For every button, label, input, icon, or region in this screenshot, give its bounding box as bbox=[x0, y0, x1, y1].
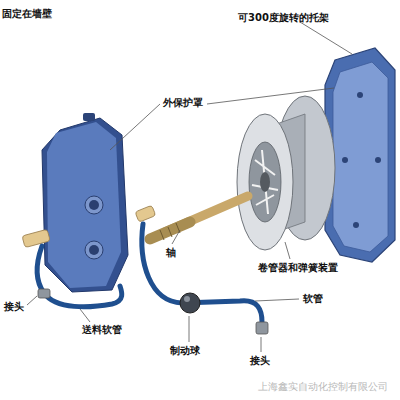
leader-lines bbox=[27, 22, 352, 352]
part-label: 可300度旋转的托架 bbox=[238, 12, 329, 24]
part-label: 卷管器和弹簧装置 bbox=[258, 262, 338, 274]
outer-cover bbox=[42, 113, 128, 292]
part-label: 外保护罩 bbox=[163, 97, 203, 109]
shaft bbox=[135, 196, 248, 240]
hose-reel bbox=[237, 96, 335, 250]
part-label: 接头 bbox=[250, 355, 270, 367]
part-label: 轴 bbox=[166, 247, 176, 259]
connector-sleeve bbox=[22, 229, 50, 247]
part-label: 固定在墙壁 bbox=[2, 8, 52, 20]
part-label: 接头 bbox=[4, 301, 24, 313]
rotating-bracket bbox=[325, 48, 395, 262]
feed-hose bbox=[37, 246, 122, 307]
stop-ball bbox=[180, 293, 200, 313]
hose bbox=[142, 224, 262, 322]
fitting bbox=[38, 289, 50, 298]
part-label: 送料软管 bbox=[82, 324, 122, 336]
fitting bbox=[256, 322, 268, 334]
part-label: 制动球 bbox=[170, 345, 200, 357]
watermark: 上海鑫实自动化控制有限公司 bbox=[258, 381, 388, 393]
part-label: 软管 bbox=[303, 293, 323, 305]
